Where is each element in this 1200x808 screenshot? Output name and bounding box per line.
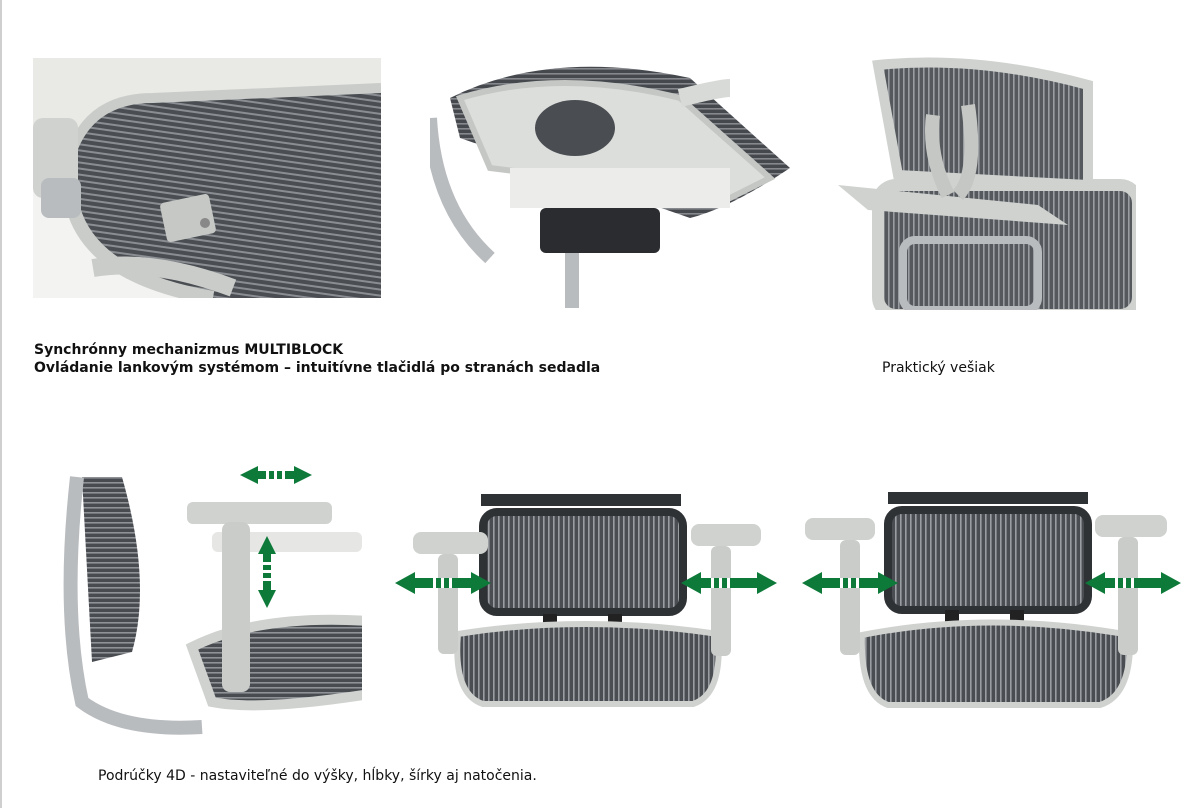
photo-seat-underside — [430, 58, 795, 308]
double-arrow-vertical-icon — [258, 536, 276, 608]
caption-armrests: Podrúčky 4D - nastaviteľné do výšky, hĺb… — [98, 768, 537, 784]
photo-seat-mechanism — [33, 58, 381, 298]
caption-hanger: Praktický vešiak — [882, 360, 995, 376]
photo-armrest-front-1 — [393, 494, 778, 744]
photo-headrest-hanger — [838, 55, 1136, 310]
double-arrow-horizontal-icon — [240, 466, 312, 484]
double-arrow-horizontal-icon — [802, 572, 898, 594]
caption-mechanism-line1: Synchrónny mechanizmus MULTIBLOCK — [34, 342, 344, 358]
left-edge-rule — [0, 0, 2, 808]
photo-armrest-side — [62, 462, 362, 747]
double-arrow-horizontal-icon — [395, 572, 491, 594]
double-arrow-horizontal-icon — [1085, 572, 1181, 594]
double-arrow-horizontal-icon — [681, 572, 777, 594]
caption-mechanism-line2: Ovládanie lankovým systémom – intuitívne… — [34, 360, 601, 376]
photo-armrest-front-2 — [800, 490, 1190, 745]
